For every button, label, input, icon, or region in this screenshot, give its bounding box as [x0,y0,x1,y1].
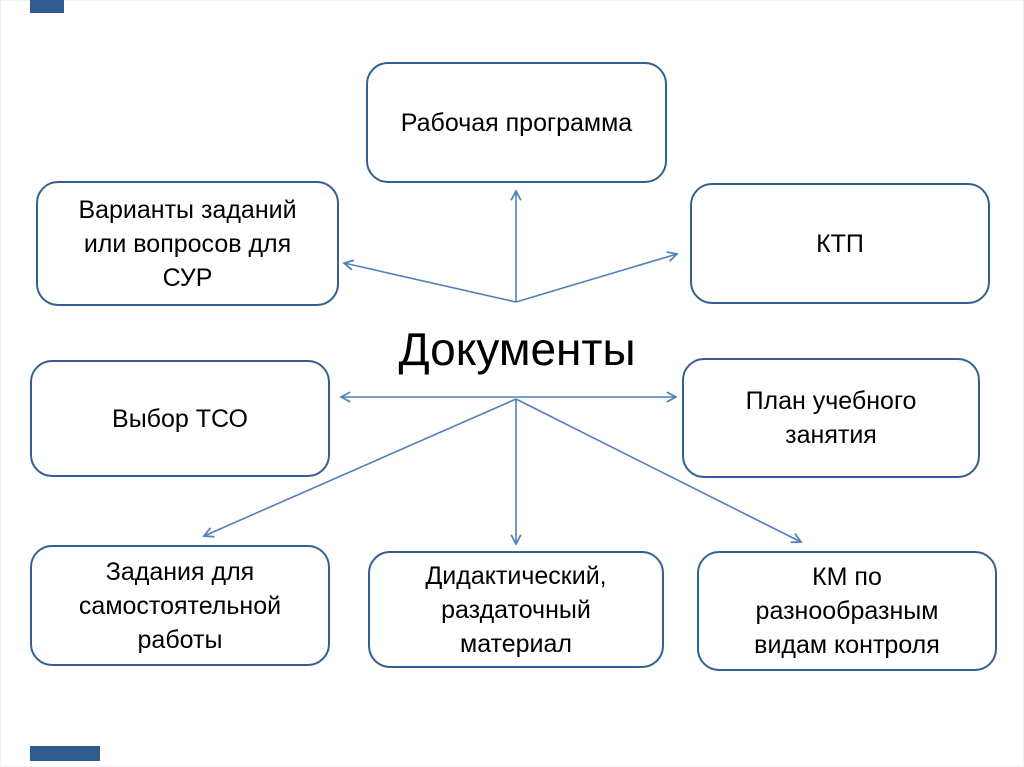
node-tso-choice: Выбор ТСО [30,360,330,477]
node-independent-work-tasks-label: Задания для самостоятельной работы [78,557,282,654]
node-task-variants-sur: Варианты заданий или вопросов для СУР [36,181,339,306]
node-didactic-material: Дидактический, раздаточный материал [368,551,664,668]
node-tso-choice-label: Выбор ТСО [112,404,248,433]
arrow-upright-to-ktp [515,254,677,303]
node-km-control-measures: КМ по разнообразным видам контроля [697,551,997,671]
node-independent-work-tasks: Задания для самостоятельной работы [30,545,330,666]
node-work-program-label: Рабочая программа [400,108,633,137]
node-task-variants-sur-label: Варианты заданий или вопросов для СУР [78,195,297,292]
node-lesson-plan-label: План учебного занятия [745,387,917,449]
arrow-upleft-to-task-variants [344,263,517,303]
node-ktp-label: КТП [816,229,864,258]
node-didactic-material-label: Дидактический, раздаточный материал [425,561,607,658]
node-ktp: КТП [690,183,990,304]
slide-corner-mark-top-left [30,0,64,13]
node-km-control-measures-label: КМ по разнообразным видам контроля [754,563,940,659]
slide-corner-mark-bottom-left [30,746,100,761]
node-lesson-plan: План учебного занятия [682,358,980,478]
node-work-program: Рабочая программа [366,62,667,183]
diagram-title: Документы [398,323,636,375]
